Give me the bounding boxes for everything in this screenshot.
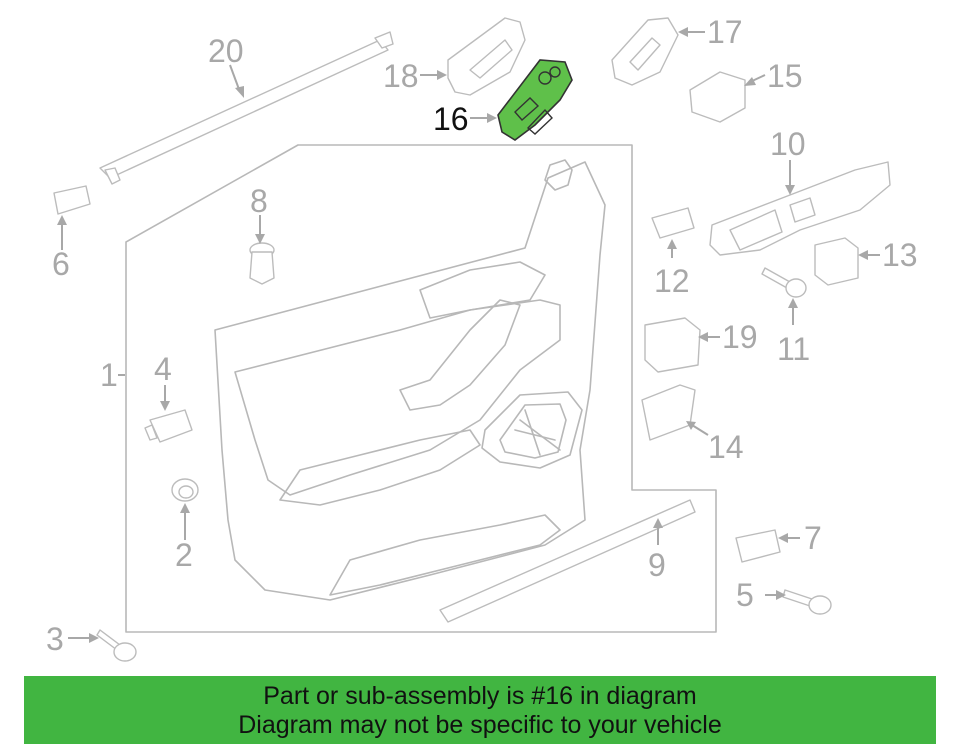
part-12-switch	[651, 207, 695, 239]
callout-1: 1	[100, 357, 118, 393]
callout-12: 12	[654, 263, 690, 299]
part-14-grille	[641, 384, 696, 441]
part-11-bolt	[761, 267, 807, 298]
leader-arrows	[57, 27, 880, 643]
banner-line-1: Part or sub-assembly is #16 in diagram	[263, 682, 697, 710]
callout-11: 11	[777, 331, 810, 367]
part-6-clip	[53, 185, 91, 215]
callout-20: 20	[208, 33, 244, 69]
callout-3: 3	[46, 621, 64, 657]
door-trim-panel	[214, 159, 606, 601]
callout-6: 6	[52, 246, 70, 282]
callout-19: 19	[722, 319, 758, 355]
banner-line-2: Diagram may not be specific to your vehi…	[238, 711, 722, 739]
part-10-pull-handle	[709, 161, 891, 256]
callout-8: 8	[250, 183, 268, 219]
part-2-fastener	[171, 478, 199, 502]
callout-15: 15	[767, 58, 803, 94]
part-20-weatherstrip	[99, 31, 394, 185]
part-18-bezel	[447, 17, 526, 96]
part-3-screw	[96, 629, 137, 662]
callout-14: 14	[708, 429, 744, 465]
info-banner: Part or sub-assembly is #16 in diagram D…	[24, 676, 936, 744]
part-9-sill-trim	[439, 499, 696, 623]
callout-7: 7	[804, 520, 822, 556]
part-19-switch	[644, 317, 701, 373]
part-16-window-switch	[497, 59, 573, 141]
door-panel-outline	[125, 144, 717, 633]
callout-9: 9	[648, 547, 666, 583]
callout-16: 16	[433, 101, 469, 137]
part-5-bolt	[782, 589, 832, 615]
part-4-clip	[144, 409, 193, 443]
part-7-cap	[735, 529, 781, 563]
part-17-handle-bezel	[611, 17, 679, 86]
part-13-switch-module	[814, 237, 859, 286]
callout-5: 5	[736, 577, 754, 613]
callout-10: 10	[770, 126, 806, 162]
part-8-push-pin	[249, 242, 275, 285]
callout-2: 2	[175, 537, 193, 573]
callout-17: 17	[707, 14, 743, 50]
part-15-bracket	[689, 71, 746, 123]
callout-4: 4	[154, 351, 172, 387]
callout-13: 13	[882, 237, 918, 273]
callout-18: 18	[383, 58, 419, 94]
